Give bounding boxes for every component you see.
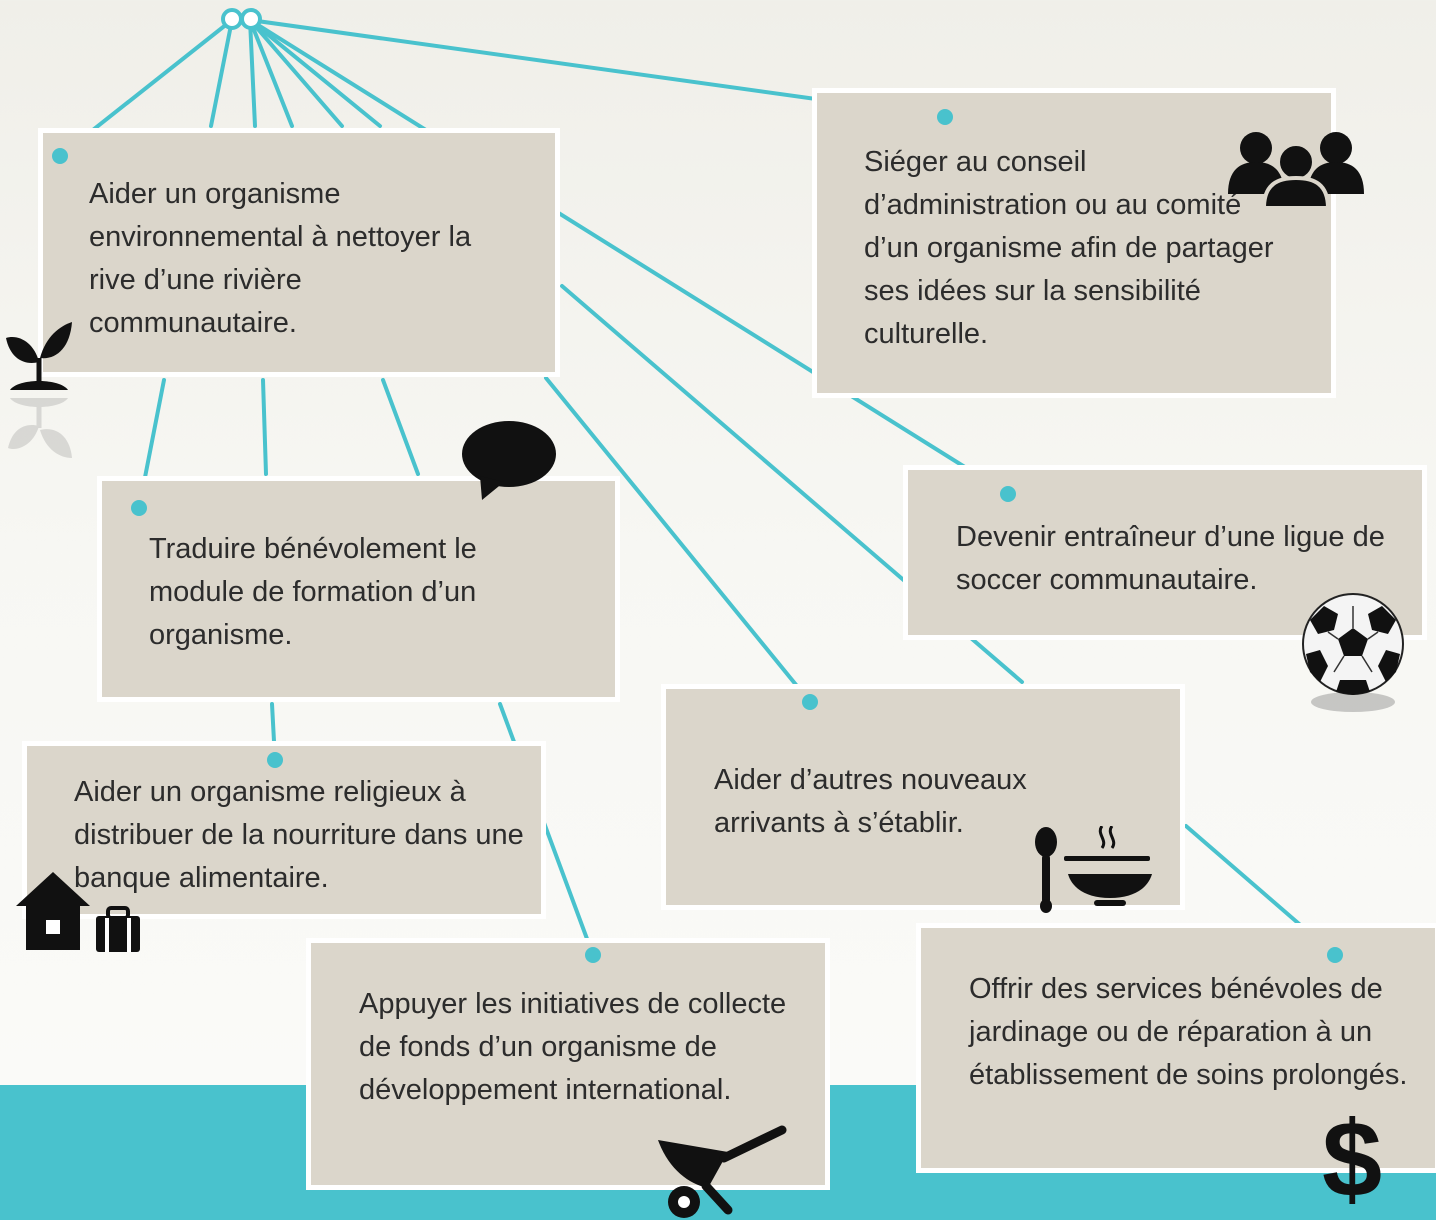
soccer-ball-icon xyxy=(1302,593,1404,712)
card-river-cleanup-text: Aider un organisme environnemental à net… xyxy=(89,178,472,339)
speech-bubble-icon xyxy=(462,421,556,500)
card-long-term-care-text: Offrir des services bénévoles de jardina… xyxy=(969,973,1408,1091)
card-help-newcomers-text: Aider d’autres nouveaux arrivants à s’ét… xyxy=(714,764,1027,839)
card-food-bank: Aider un organisme religieux à distribue… xyxy=(22,741,546,919)
spoon-bowl-icon xyxy=(1035,826,1152,913)
card-board-committee-text: Siéger au conseil d’administration ou au… xyxy=(864,146,1274,350)
card-help-newcomers: Aider d’autres nouveaux arrivants à s’ét… xyxy=(661,684,1185,910)
card-translate-module-text: Traduire bénévolement le module de forma… xyxy=(149,533,477,651)
seedling-icon xyxy=(6,322,72,458)
card-translate-module: Traduire bénévolement le module de forma… xyxy=(97,476,620,702)
house-suitcase-icon xyxy=(16,872,140,952)
wheelbarrow-icon xyxy=(658,1125,787,1218)
dollar-icon: $ xyxy=(1322,1106,1382,1206)
card-soccer-coach-text: Devenir entraîneur d’une ligue de soccer… xyxy=(956,521,1385,596)
card-river-cleanup: Aider un organisme environnemental à net… xyxy=(38,128,560,377)
card-food-bank-text: Aider un organisme religieux à distribue… xyxy=(74,776,524,894)
card-fundraising-text: Appuyer les initiatives de collecte de f… xyxy=(359,988,787,1106)
people-group-icon xyxy=(1228,132,1364,208)
svg-text:$: $ xyxy=(1322,1106,1382,1206)
card-long-term-care: Offrir des services bénévoles de jardina… xyxy=(916,923,1436,1173)
